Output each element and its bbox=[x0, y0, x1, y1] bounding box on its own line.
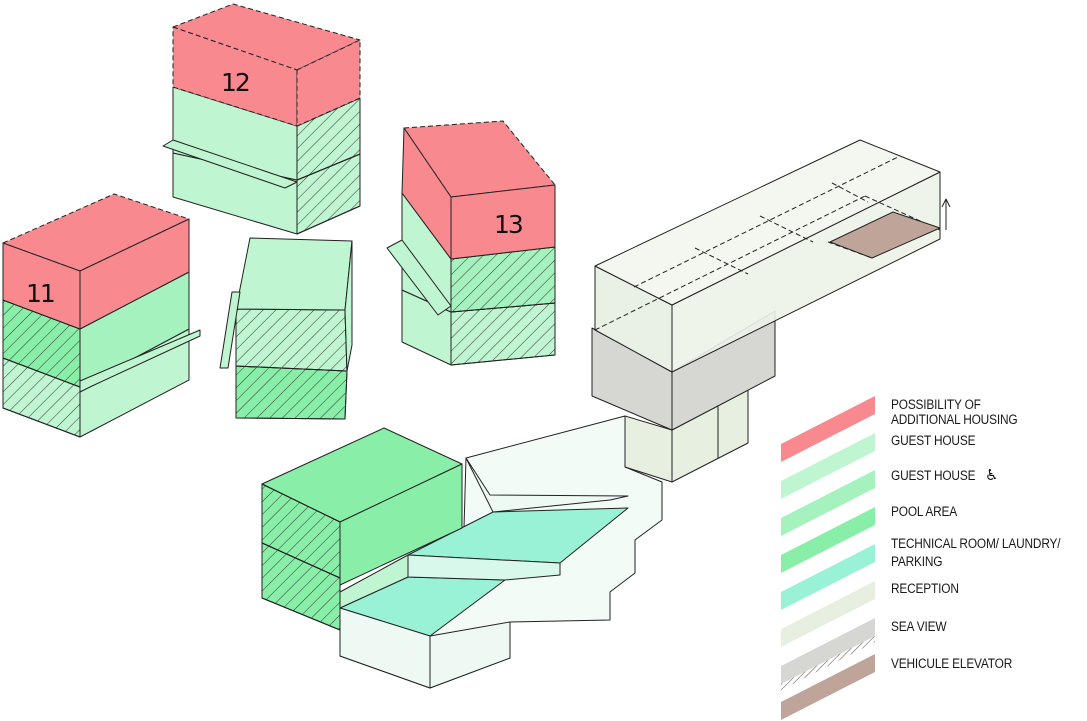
swatch-guest-house-accessible bbox=[781, 470, 875, 536]
b11-balcony bbox=[79, 329, 201, 393]
legend-label-pool-area: POOL AREA bbox=[891, 504, 957, 519]
legend-label-vehicule-elevator: VEHICULE ELEVATOR bbox=[891, 656, 1013, 671]
pool-complex bbox=[339, 415, 663, 689]
legend-label-possibility-of-additional-housing: POSSIBILITY OF ADDITIONAL HOUSING bbox=[891, 397, 1018, 427]
pool-building bbox=[261, 427, 463, 631]
b11-number: 11 bbox=[26, 279, 54, 308]
swatch-technical-room bbox=[781, 544, 875, 610]
reception-block bbox=[591, 139, 951, 483]
step-top bbox=[465, 457, 629, 513]
b13-roof-side bbox=[450, 184, 556, 260]
b13-balcony bbox=[386, 239, 452, 316]
swatch-possibility-of-additional-housing bbox=[781, 396, 875, 462]
b11-roof-side bbox=[79, 218, 190, 330]
swatch-pool-area bbox=[781, 507, 875, 573]
legend-label-reception: RECEPTION bbox=[891, 581, 959, 596]
legend-label-guest-house-accessible: GUEST HOUSE bbox=[891, 468, 976, 483]
building-13: 13 bbox=[386, 120, 556, 366]
lower-box-side bbox=[429, 621, 511, 689]
swatch-vehicule-elevator bbox=[781, 636, 875, 690]
legend-label-guest-house: GUEST HOUSE bbox=[891, 433, 976, 448]
b12-roof-side bbox=[296, 39, 361, 127]
legend-label-sea-view: SEA VIEW bbox=[891, 619, 947, 634]
b12-number: 12 bbox=[221, 68, 249, 97]
middle-guest-house bbox=[219, 237, 353, 420]
b12-balcony bbox=[162, 139, 298, 189]
mid-side bbox=[344, 240, 353, 372]
swatch-sea-view bbox=[781, 618, 875, 684]
swatch-guest-house bbox=[781, 433, 875, 499]
swatch-brown bbox=[781, 654, 875, 720]
vehicle-elevator-floor bbox=[829, 211, 941, 259]
building-12: 12 bbox=[162, 3, 361, 235]
legend-swatches bbox=[781, 396, 875, 720]
wheelchair-icon: ♿ bbox=[985, 466, 999, 484]
mid-balcony bbox=[219, 291, 241, 369]
legend-label-technical-room: TECHNICAL ROOM/ LAUNDRY/ PARKING bbox=[891, 536, 1061, 569]
building-11: 11 bbox=[2, 193, 201, 438]
b13-number: 13 bbox=[494, 210, 522, 239]
swatch-reception bbox=[781, 581, 875, 647]
pool-bldg-side bbox=[339, 463, 463, 586]
mid-top bbox=[235, 237, 353, 311]
